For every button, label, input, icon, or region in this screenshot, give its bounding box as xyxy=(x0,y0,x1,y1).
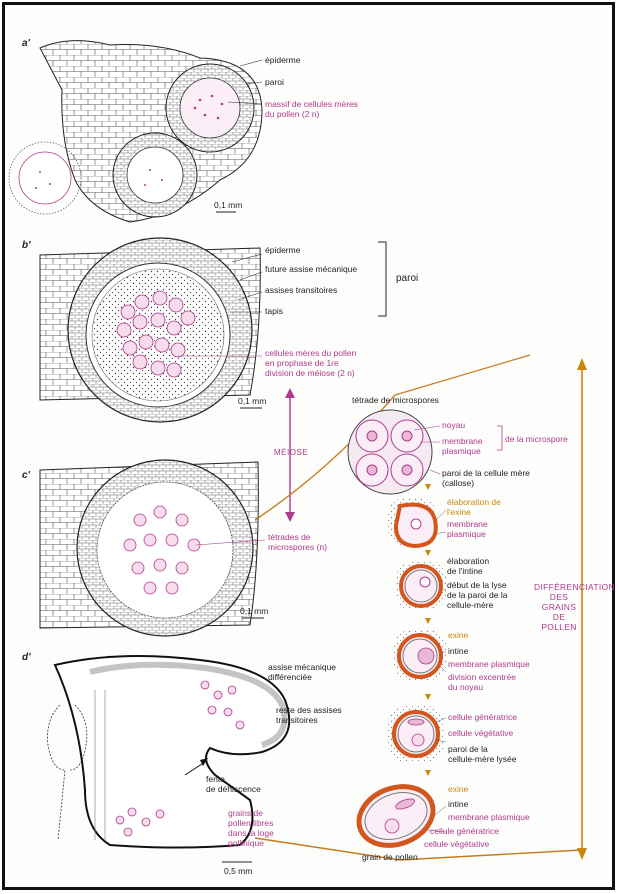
panel-label-c: c' xyxy=(22,470,30,481)
pollen-grains-d xyxy=(115,680,245,837)
label-s3-exine: exine xyxy=(448,630,469,640)
label-s3-intine: intine xyxy=(448,646,469,656)
label-s4-cellule-generatrice: cellule génératrice xyxy=(448,712,517,722)
scale-label-d: 0,5 mm xyxy=(224,866,253,876)
scale-label-b: 0,1 mm xyxy=(238,396,267,406)
scale-bars xyxy=(216,211,264,863)
label-b-tapis: tapis xyxy=(265,306,283,316)
panel-d-section xyxy=(47,655,291,849)
mother-cells-b xyxy=(116,290,196,378)
label-b-assises-transitoires: assises transitoires xyxy=(265,285,338,295)
label-d-fente: fente de déhiscence xyxy=(206,774,261,794)
panel-label-a: a' xyxy=(22,38,30,49)
label-s3-membrane: membrane plasmique xyxy=(448,659,530,669)
label-c-tetrades: tétrades de microspores (n) xyxy=(268,532,328,552)
label-s5-intine: intine xyxy=(448,799,469,809)
connector-bottom xyxy=(254,837,583,861)
label-meiose: MÉIOSE xyxy=(274,448,309,457)
label-s5-exine: exine xyxy=(448,784,469,794)
panel-c-section xyxy=(39,459,266,637)
scale-label-c: 0,1 mm xyxy=(240,606,269,616)
label-tetrade-paroi-callose: paroi de la cellule mère (callose) xyxy=(442,468,530,488)
label-s1-membrane: membrane plasmique xyxy=(447,519,488,539)
stage-arrows xyxy=(425,484,431,776)
label-tetrade-membrane: membrane plasmique xyxy=(442,436,483,456)
label-differenciation: DIFFÉRENCIATION DES GRAINS DE POLLEN xyxy=(534,582,615,632)
label-s5-cellule-vegetative: cellule végétative xyxy=(424,839,490,849)
tetrad-microspores xyxy=(347,409,503,495)
label-tetrade-noyau: noyau xyxy=(442,420,466,430)
label-d-reste-assises: reste des assises transitoires xyxy=(276,705,342,725)
differentiation-arrow xyxy=(577,358,587,860)
label-b-paroi: paroi xyxy=(396,273,419,284)
label-d-grains-libres: grains de pollen libres dans la loge pol… xyxy=(228,808,274,848)
label-d-assise-differenciee: assise mécanique différenciée xyxy=(268,662,337,682)
pollen-stages xyxy=(356,498,446,848)
label-a-paroi: paroi xyxy=(265,77,284,87)
connector-top xyxy=(394,354,531,396)
label-s1-exine: élaboration de l'exine xyxy=(447,497,501,517)
stage-leader-lines xyxy=(427,509,447,833)
label-s5-cellule-generatrice: cellule génératrice xyxy=(430,826,499,836)
label-s2-intine: élaboration de l'intine xyxy=(447,556,490,576)
label-s3-division: division excentrée du noyau xyxy=(448,672,517,692)
panel-b-section xyxy=(39,237,387,423)
panel-label-b: b' xyxy=(22,240,31,251)
label-a-massif: massif de cellules mères du pollen (2 n) xyxy=(265,99,359,119)
label-b-cellules-meres: cellules mères du pollen en prophase de … xyxy=(265,348,357,378)
label-b-epiderme: épiderme xyxy=(265,245,301,255)
meiose-arrow xyxy=(285,388,295,522)
label-tetrade-title: tétrade de microspores xyxy=(352,395,439,405)
label-s2-lyse: début de la lyse de la paroi de la cellu… xyxy=(447,580,508,610)
scale-label-a: 0,1 mm xyxy=(214,200,243,210)
tetrads-c xyxy=(123,505,201,595)
label-s5-membrane: membrane plasmique xyxy=(448,812,530,822)
label-s4-cellule-vegetative: cellule végétative xyxy=(448,728,514,738)
panel-label-d: d' xyxy=(22,652,31,663)
label-grain-de-pollen: grain de pollen xyxy=(362,852,418,862)
panel-a-section xyxy=(8,40,263,223)
label-tetrade-de-la-microspore: de la microspore xyxy=(505,434,568,444)
label-b-assise-mecanique: future assise mécanique xyxy=(265,264,358,274)
label-s4-paroi-lysee: paroi de la cellule-mère lysée xyxy=(448,744,517,764)
label-a-epiderme: épiderme xyxy=(265,55,301,65)
